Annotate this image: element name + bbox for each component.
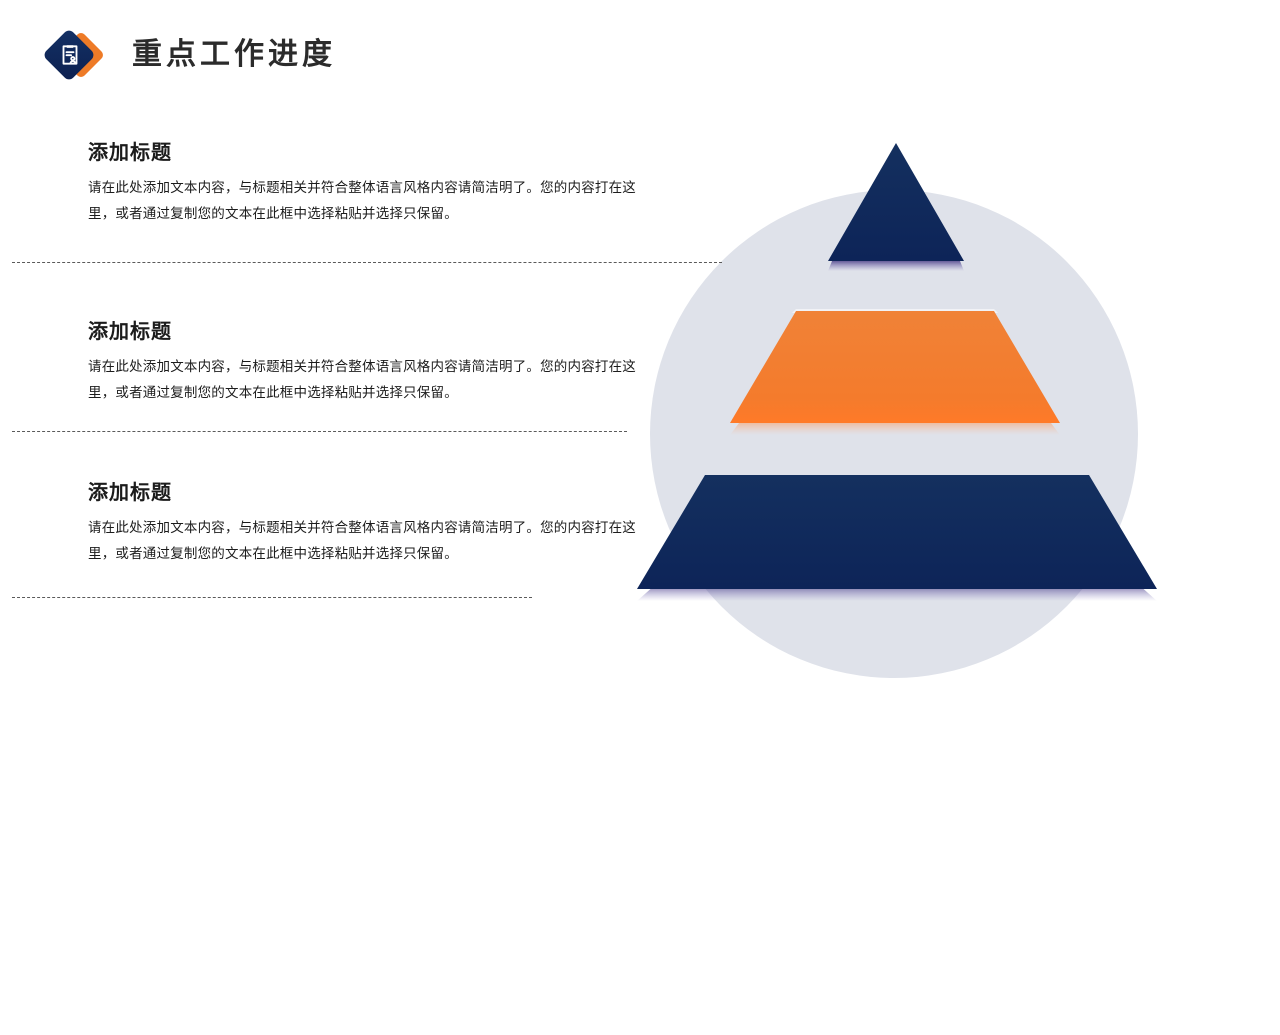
page-title: 重点工作进度 (132, 38, 336, 71)
pyramid-tier-3[interactable] (637, 473, 1157, 601)
block-title-3: 添加标题 (88, 482, 172, 504)
divider-1 (12, 262, 722, 263)
slide-canvas: 重点工作进度 添加标题 请在此处添加文本内容，与标题相关并符合整体语言风格内容请… (12, 22, 1157, 678)
text-block-3: 添加标题 请在此处添加文本内容，与标题相关并符合整体语言风格内容请简洁明了。您的… (88, 480, 688, 568)
divider-2 (12, 431, 627, 432)
block-body-1: 请在此处添加文本内容，与标题相关并符合整体语言风格内容请简洁明了。您的内容打在这… (88, 180, 636, 222)
slide-header: 重点工作进度 (38, 22, 336, 88)
text-block-1: 添加标题 请在此处添加文本内容，与标题相关并符合整体语言风格内容请简洁明了。您的… (88, 140, 688, 228)
block-title-2: 添加标题 (88, 321, 172, 343)
block-body-3: 请在此处添加文本内容，与标题相关并符合整体语言风格内容请简洁明了。您的内容打在这… (88, 520, 636, 562)
clipboard-person-icon (57, 42, 83, 68)
pyramid-tier-2[interactable] (730, 307, 1060, 435)
text-block-2: 添加标题 请在此处添加文本内容，与标题相关并符合整体语言风格内容请简洁明了。您的… (88, 319, 688, 407)
pyramid-tier-1[interactable] (828, 143, 964, 271)
logo-mark (38, 24, 110, 86)
divider-3 (12, 597, 532, 598)
block-title-1: 添加标题 (88, 142, 172, 164)
block-body-2: 请在此处添加文本内容，与标题相关并符合整体语言风格内容请简洁明了。您的内容打在这… (88, 359, 636, 401)
